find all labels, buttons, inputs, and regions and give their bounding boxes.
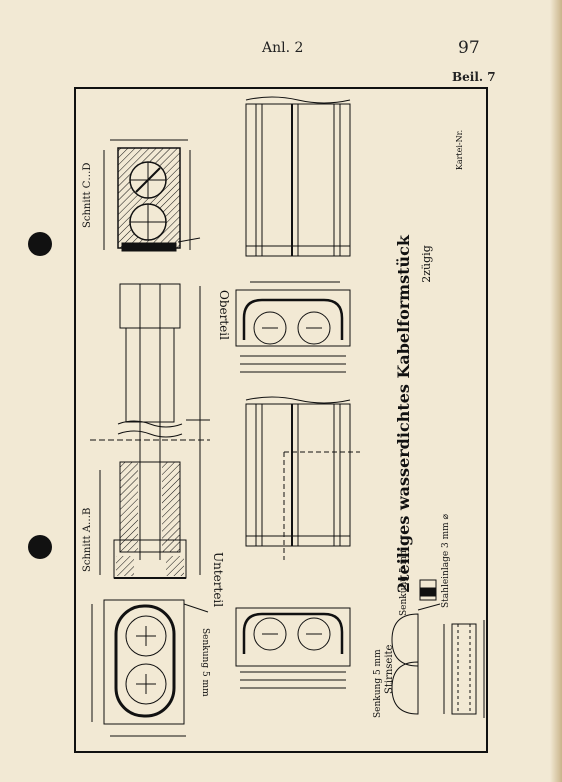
kartei-number: Kartei-Nr. [455, 130, 464, 170]
attachment-tag: Beil. 7 [452, 70, 496, 84]
label-oberteil: Oberteil [217, 290, 231, 340]
label-senkung-1: Senkung 5 mm [200, 628, 210, 697]
unterteil-cross-section [235, 607, 351, 689]
drawing-title: 2teiliges wasserdichtes Kabelformstück [394, 234, 413, 593]
side-view-lower-right [443, 620, 485, 718]
punch-hole-bottom [28, 535, 52, 559]
label-schnitt-cd: Schnitt C…D [82, 163, 93, 228]
drawing-frame [74, 87, 488, 753]
label-stahleinlage: Stahleinlage 3 mm ⌀ [441, 513, 451, 608]
header-appendix-label: Anl. 2 [262, 40, 304, 56]
label-senkung-3: Senkung 5 mm [399, 547, 409, 616]
label-unterteil: Unterteil [211, 552, 225, 607]
page-edge [550, 0, 562, 782]
label-senkung-2: Senkung 5 mm [373, 649, 383, 718]
end-view-lower-left [91, 599, 209, 737]
drawing-subtitle: 2zügig [420, 245, 433, 282]
label-schnitt-ab: Schnitt A…B [82, 508, 93, 572]
section-cd-drawing [103, 139, 201, 252]
oberteil-longitudinal-view [245, 96, 351, 257]
middle-longitudinal-view [245, 396, 360, 560]
punch-hole-top [28, 232, 52, 256]
label-stirnseite: Stirnseite [384, 644, 395, 694]
section-ab-drawing [90, 283, 210, 579]
oberteil-cross-section [235, 281, 351, 373]
page-number: 97 [458, 38, 480, 58]
stirnseite-view [391, 579, 441, 715]
